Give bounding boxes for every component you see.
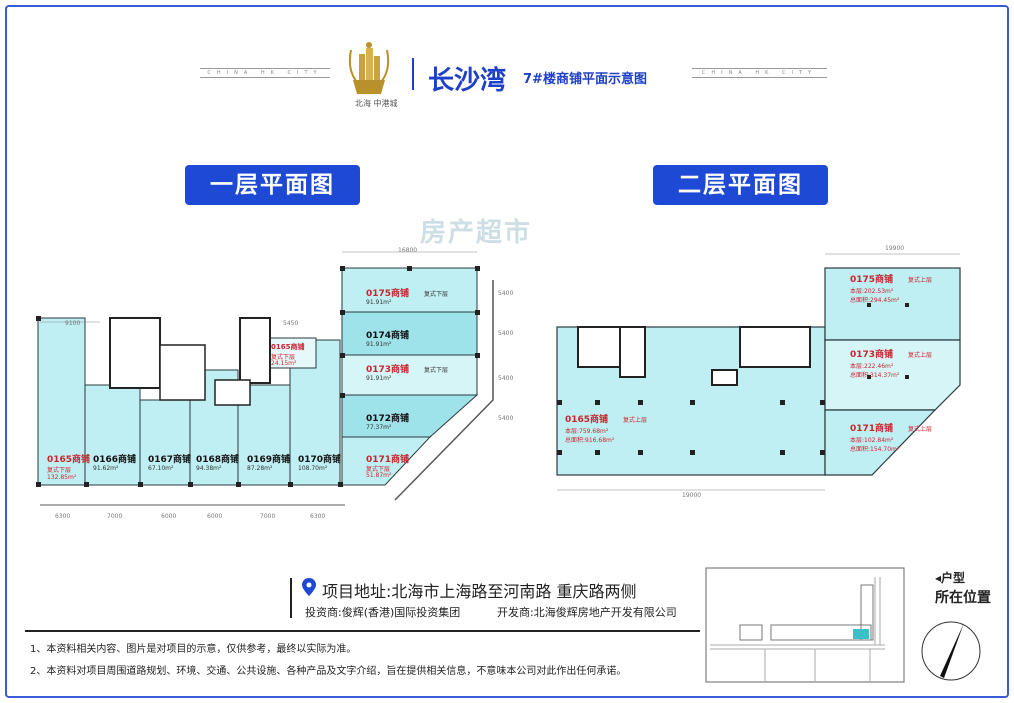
unit-label: 0165商铺 (47, 455, 91, 465)
unit-label: 0169商铺 (247, 455, 291, 465)
logo-icon (348, 42, 390, 94)
dimension: 19900 (885, 245, 905, 252)
dimension: 16800 (398, 247, 418, 254)
unit-area: 91.91m² (366, 375, 392, 382)
floor2-title: 二层平面图 (653, 165, 828, 205)
unit-note: 复式上层 (908, 352, 933, 359)
unit-note: 复式上层 (908, 277, 933, 284)
page-frame (5, 5, 1009, 698)
unit-area: 132.85m² (47, 474, 77, 481)
footer-divider (290, 578, 292, 618)
unit-label: 0171商铺 (366, 455, 410, 465)
dimension: 6300 (310, 513, 326, 520)
city-line-right: CHINA HK CITY (692, 68, 827, 78)
unit-area: 91.91m² (366, 299, 392, 306)
unit-note: 复式下层 (271, 354, 296, 361)
dimension: 5450 (283, 320, 299, 327)
unit-note: 复式下层 (424, 291, 449, 298)
dimension: 6000 (207, 513, 223, 520)
unit-note: 复式上层 (623, 417, 648, 424)
disclaimer-1: 1、本资料相关内容、图片是对项目的示意，仅供参考，最终以实际为准。 (30, 644, 357, 655)
dimension: 19000 (682, 492, 702, 499)
unit-area: 本层:102.84m² (850, 437, 894, 444)
site-location-map (705, 567, 905, 683)
unit-label: 0173商铺 (366, 365, 410, 375)
unit-area: 24.15m² (271, 360, 297, 367)
unit-label: 0168商铺 (196, 455, 240, 465)
unit-total: 总面积:314.37m² (850, 372, 900, 379)
location-pin-icon (302, 578, 316, 596)
dimension: 9100 (65, 320, 81, 327)
unit-label: 0170商铺 (298, 455, 342, 465)
divider (412, 58, 414, 90)
city-line-left: CHINA HK CITY (200, 68, 330, 78)
unit-total: 总面积:916.68m² (565, 437, 615, 444)
unit-total: 总面积:294.45m² (850, 297, 900, 304)
unit-label: 0175商铺 (850, 275, 894, 285)
developer: 开发商:北海俊辉房地产开发有限公司 (497, 606, 677, 619)
unit-area: 本层:759.68m² (565, 428, 609, 435)
unit-label: 0172商铺 (366, 414, 410, 424)
project-title: 长沙湾 (428, 66, 507, 96)
dimension: 5400 (498, 330, 514, 337)
floor1-title: 一层平面图 (185, 165, 360, 205)
unit-label: 0165商铺 (271, 343, 305, 351)
dimension: 6300 (55, 513, 71, 520)
unit-label: 0165商铺 (565, 415, 609, 425)
location-label-2: 所在位置 (935, 590, 991, 606)
unit-area: 91.62m² (93, 465, 119, 472)
disclaimer-2: 2、本资料对项目周围道路规划、环境、交通、公共设施、各种产品及文字介绍，旨在提供… (30, 666, 627, 677)
unit-note: 复式下层 (366, 466, 391, 473)
compass-icon (921, 621, 981, 681)
unit-area: 本层:222.46m² (850, 363, 894, 370)
unit-note: 复式下层 (47, 467, 72, 474)
logo-text: 北海 中港城 (355, 99, 398, 108)
unit-label: 0173商铺 (850, 350, 894, 360)
unit-label: 0171商铺 (850, 424, 894, 434)
unit-area: 51.87m² (366, 472, 392, 479)
dimension: 6000 (161, 513, 177, 520)
unit-note: 复式上层 (908, 426, 933, 433)
unit-area: 67.10m² (148, 465, 174, 472)
unit-area: 77.37m² (366, 424, 392, 431)
unit-area: 108.70m² (298, 465, 328, 472)
dimension: 7000 (107, 513, 123, 520)
unit-area: 91.91m² (366, 341, 392, 348)
project-address: 项目地址:北海市上海路至河南路 重庆路两侧 (322, 582, 637, 601)
unit-note: 复式下层 (424, 367, 449, 374)
watermark: 房产超市 (420, 218, 533, 248)
unit-label: 0167商铺 (148, 455, 192, 465)
unit-area: 87.28m² (247, 465, 273, 472)
investor: 投资商:俊辉(香港)国际投资集团 (305, 606, 461, 619)
footer-rule (25, 630, 700, 632)
dimension: 7000 (260, 513, 276, 520)
dimension: 5400 (498, 375, 514, 382)
unit-label: 0174商铺 (366, 331, 410, 341)
dimension: 5400 (498, 290, 514, 297)
unit-label: 0175商铺 (366, 289, 410, 299)
location-label: ◂户型所在位置 (935, 568, 991, 608)
location-label-1: ◂户型 (935, 571, 966, 585)
unit-label: 0166商铺 (93, 455, 137, 465)
page-subtitle: 7#楼商铺平面示意图 (523, 72, 647, 87)
unit-total: 总面积:154.70m² (850, 446, 900, 453)
dimension: 5400 (498, 415, 514, 422)
unit-area: 本层:202.53m² (850, 288, 894, 295)
unit-area: 94.38m² (196, 465, 222, 472)
